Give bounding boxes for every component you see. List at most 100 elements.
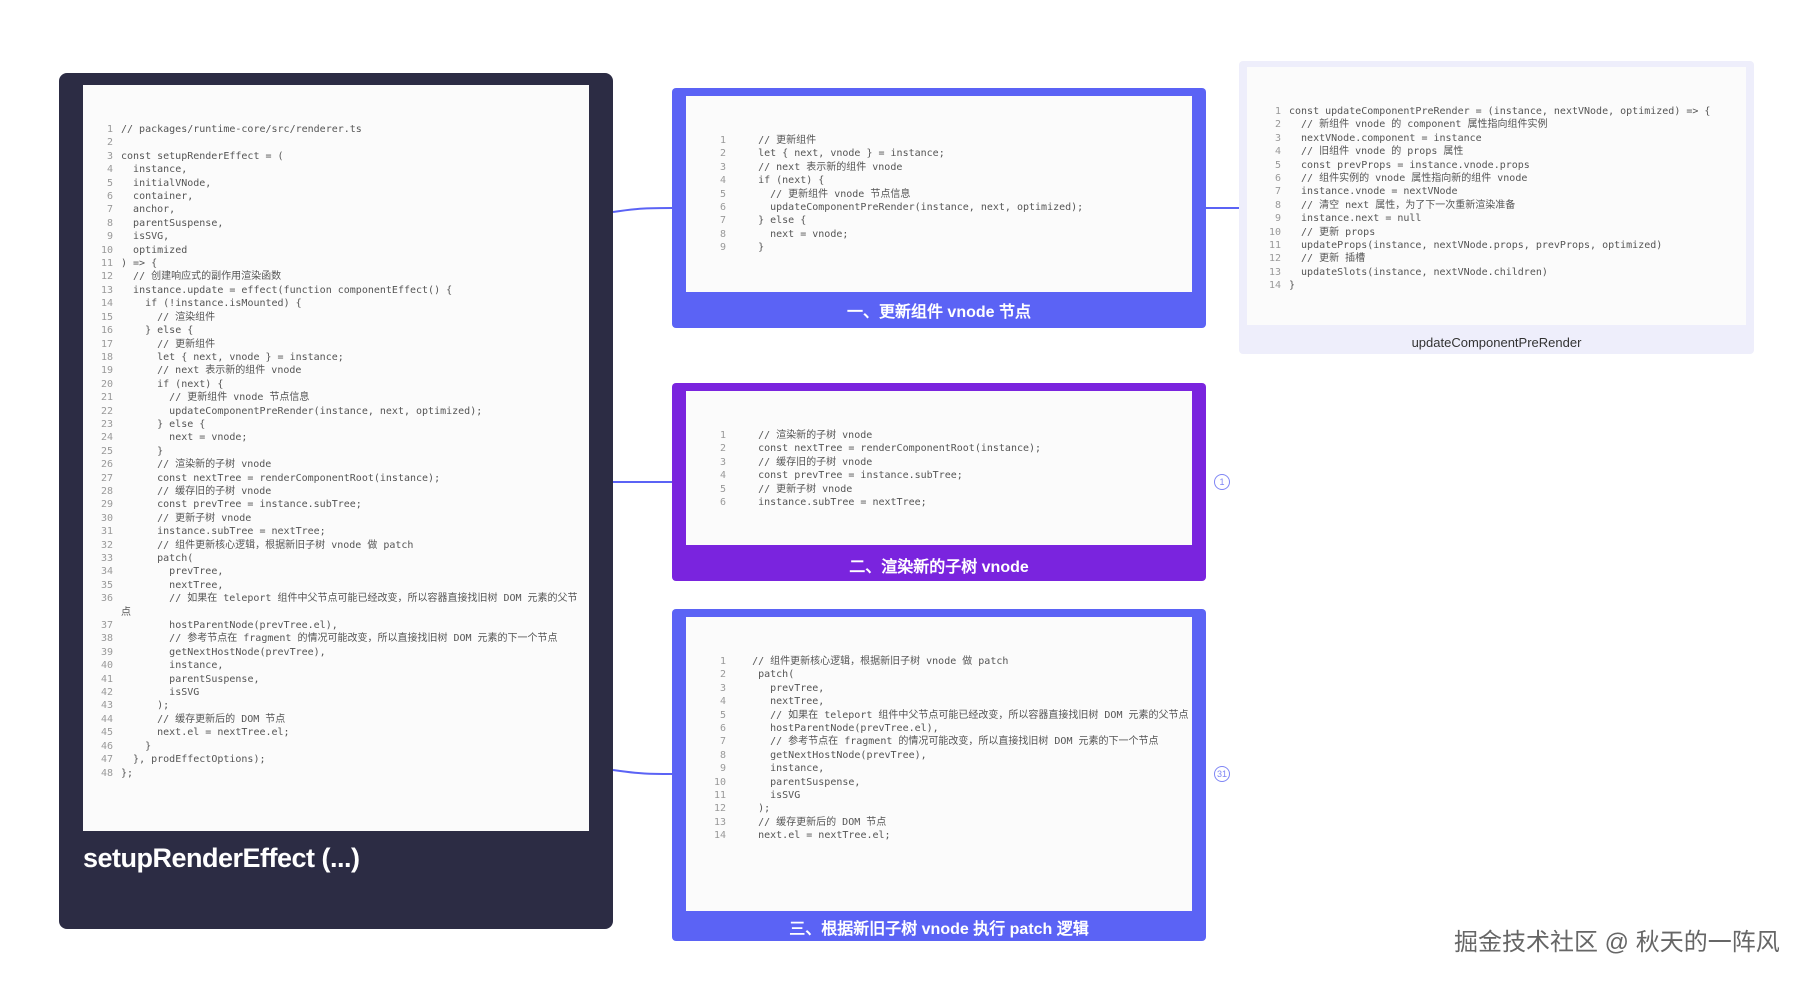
line-number: 11 (1268, 240, 1281, 252)
code-line: 10 // 更新 props (1259, 226, 1740, 239)
watermark-text: 掘金技术社区 @ 秋天的一阵风 (1454, 929, 1780, 956)
code-text: prevTree, (734, 682, 825, 694)
code-line: 25 } (91, 445, 583, 458)
step3-title: 三、根据新旧子树 vnode 执行 patch 逻辑 (789, 921, 1089, 938)
code-line: 14 if (!instance.isMounted) { (91, 297, 583, 310)
code-text: // 如果在 teleport 组件中父节点可能已经改变，所以容器直接找旧树 D… (734, 709, 1189, 721)
connector-main-to-step1 (612, 207, 673, 213)
line-number: 4 (719, 175, 726, 187)
main-node-setup-render-effect[interactable]: 1// packages/runtime-core/src/renderer.t… (59, 73, 613, 929)
line-number: 13 (100, 284, 113, 296)
code-text: instance.next = null (1289, 213, 1422, 225)
code-line: 20 if (next) { (91, 378, 583, 391)
code-text: next = vnode; (734, 228, 849, 240)
code-line: 23 } else { (91, 418, 583, 431)
line-number: 21 (100, 392, 113, 404)
code-line: 14 next.el = nextTree.el; (704, 829, 1192, 842)
code-text: parentSuspense, (734, 776, 861, 788)
code-line: 2 // 新组件 vnode 的 component 属性指向组件实例 (1259, 118, 1740, 131)
line-number: 6 (719, 497, 726, 509)
code-line: 9 } (704, 241, 1192, 254)
code-text: instance, (121, 164, 188, 176)
code-line: 3 // 缓存旧的子树 vnode (704, 456, 1192, 469)
collapse-counter-step2[interactable]: 1 (1214, 474, 1230, 490)
code-line: 9 instance, (704, 762, 1192, 775)
line-number: 9 (719, 242, 726, 254)
code-line: 5 const prevProps = instance.vnode.props (1259, 159, 1740, 172)
code-text: // 更新组件 (734, 135, 817, 146)
line-number: 2 (719, 148, 726, 160)
line-number: 1 (719, 135, 726, 146)
connector-main-to-step3 (612, 769, 673, 775)
code-text: // 新组件 vnode 的 component 属性指向组件实例 (1289, 119, 1548, 131)
code-text: } else { (121, 418, 206, 430)
code-line: 31 instance.subTree = nextTree; (91, 525, 583, 538)
line-number: 6 (106, 191, 113, 203)
code-line: 10 parentSuspense, (704, 776, 1192, 789)
code-text: const nextTree = renderComponentRoot(ins… (121, 472, 441, 484)
line-number: 12 (100, 271, 113, 283)
line-number: 7 (719, 736, 726, 748)
line-number: 5 (719, 188, 726, 200)
code-line: 3 prevTree, (704, 682, 1192, 695)
code-text: // 组件实例的 vnode 属性指向新的组件 vnode (1289, 173, 1528, 185)
line-number: 43 (100, 700, 113, 712)
line-number: 6 (719, 202, 726, 214)
code-text: }, prodEffectOptions); (121, 754, 266, 766)
code-text: // 缓存更新后的 DOM 节点 (121, 713, 286, 725)
code-text: const prevProps = instance.vnode.props (1289, 159, 1530, 171)
code-text: next = vnode; (121, 432, 248, 444)
line-number: 2 (719, 443, 726, 455)
line-number: 39 (100, 646, 113, 658)
code-line: 4 // 旧组件 vnode 的 props 属性 (1259, 145, 1740, 158)
line-number: 3 (719, 456, 726, 468)
line-number: 8 (719, 228, 726, 240)
collapse-counter-step3[interactable]: 31 (1214, 766, 1230, 782)
code-line: 32 // 组件更新核心逻辑，根据新旧子树 vnode 做 patch (91, 539, 583, 552)
code-line: 13 // 缓存更新后的 DOM 节点 (704, 816, 1192, 829)
code-line: 2 (91, 136, 583, 149)
code-text: let { next, vnode } = instance; (121, 351, 344, 363)
line-number: 1 (719, 430, 726, 441)
ext-node-title: updateComponentPreRender (1411, 335, 1582, 350)
line-number: 11 (713, 790, 726, 802)
step-node-render-subtree[interactable]: 1 // 渲染新的子树 vnode 2 const nextTree = rend… (672, 383, 1206, 581)
code-line: 7 } else { (704, 214, 1192, 227)
line-number: 42 (100, 687, 113, 699)
line-number: 7 (106, 204, 113, 216)
code-text: } else { (121, 325, 194, 337)
code-line: 19 // next 表示新的组件 vnode (91, 364, 583, 377)
code-line: 4 instance, (91, 163, 583, 176)
line-number: 14 (713, 830, 726, 842)
code-text: // 渲染组件 (121, 311, 216, 323)
code-text: const nextTree = renderComponentRoot(ins… (734, 443, 1042, 455)
step1-title: 一、更新组件 vnode 节点 (846, 304, 1031, 321)
code-line: 42 isSVG (91, 686, 583, 699)
code-line: 18 let { next, vnode } = instance; (91, 351, 583, 364)
line-number: 4 (719, 696, 726, 708)
code-text: }; (121, 767, 134, 779)
line-number: 37 (100, 620, 113, 632)
line-number: 28 (100, 485, 113, 497)
code-line: 36 // 如果在 teleport 组件中父节点可能已经改变，所以容器直接找旧… (91, 592, 583, 619)
code-text: nextTree, (121, 579, 224, 591)
line-number: 34 (100, 566, 113, 578)
code-text: ); (121, 700, 170, 712)
code-text: // 组件更新核心逻辑，根据新旧子树 vnode 做 patch (734, 656, 1009, 667)
line-number: 9 (719, 763, 726, 775)
main-node-title: setupRenderEffect (...) (83, 843, 360, 873)
code-text: // 渲染新的子树 vnode (734, 430, 873, 441)
code-text: // 缓存旧的子树 vnode (734, 456, 873, 468)
code-text: // packages/runtime-core/src/renderer.ts (121, 124, 362, 135)
code-text: instance.vnode = nextVNode (1289, 186, 1458, 198)
code-text: } (734, 242, 765, 254)
code-line: 46 } (91, 740, 583, 753)
code-line: 10 optimized (91, 244, 583, 257)
code-line: 13 instance.update = effect(function com… (91, 284, 583, 297)
code-line: 44 // 缓存更新后的 DOM 节点 (91, 713, 583, 726)
